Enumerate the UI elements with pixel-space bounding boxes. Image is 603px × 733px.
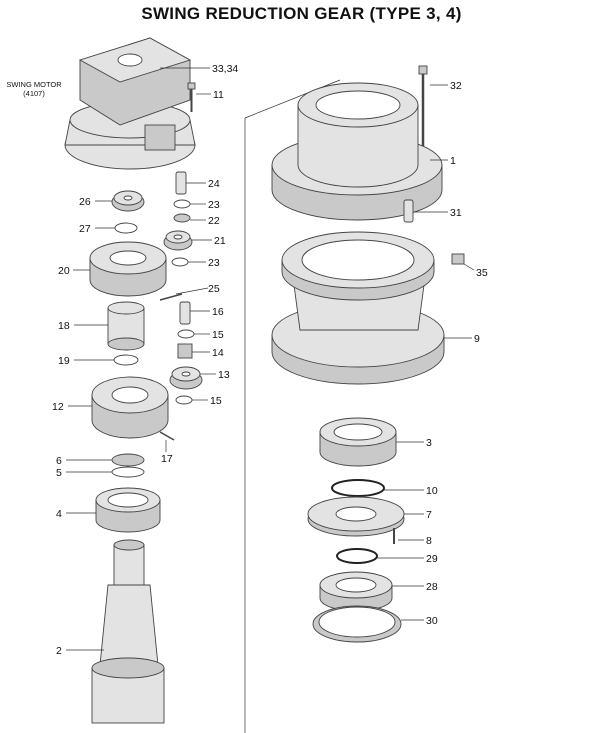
plug-35 xyxy=(451,253,465,265)
label-part-35: 35 xyxy=(476,267,488,279)
label-part-13: 13 xyxy=(218,369,230,381)
label-part-15b: 15 xyxy=(210,395,222,407)
page-title: SWING REDUCTION GEAR (TYPE 3, 4) xyxy=(141,4,462,23)
bearing-22 xyxy=(173,213,191,223)
seal-ring-30 xyxy=(312,605,402,643)
leader-lines xyxy=(66,67,475,651)
label-part-11: 11 xyxy=(213,89,224,101)
label-part-15a: 15 xyxy=(212,329,224,341)
bolt-11 xyxy=(187,82,196,112)
label-part-10: 10 xyxy=(426,485,438,497)
gear-13 xyxy=(169,366,203,390)
casing-9 xyxy=(271,231,445,385)
gear-26 xyxy=(111,190,145,212)
collar-6 xyxy=(111,453,145,467)
pin-16 xyxy=(179,301,191,325)
swing-motor-name: SWING MOTOR xyxy=(6,80,62,89)
pin-17 xyxy=(159,431,175,441)
label-part-14: 14 xyxy=(212,347,224,359)
label-part-22: 22 xyxy=(208,215,220,227)
label-part-6: 6 xyxy=(56,455,62,467)
label-part-12: 12 xyxy=(52,401,64,413)
swing-motor-ref: (4107) xyxy=(23,89,45,98)
washer-15-upper xyxy=(177,329,195,339)
sun-gear-18 xyxy=(107,301,145,351)
label-part-7: 7 xyxy=(426,509,432,521)
bolt-32 xyxy=(418,65,428,150)
bearing-4 xyxy=(95,487,161,533)
pin-31 xyxy=(403,199,414,223)
washer-23-upper xyxy=(173,199,191,209)
label-part-25: 25 xyxy=(208,283,220,295)
label-part-28: 28 xyxy=(426,581,438,593)
label-part-23a: 23 xyxy=(208,199,220,211)
label-part-3: 3 xyxy=(426,437,432,449)
gear-21 xyxy=(163,230,193,251)
thrust-plate-27 xyxy=(114,222,138,234)
label-part-5: 5 xyxy=(56,467,62,479)
label-part-19: 19 xyxy=(58,355,70,367)
label-part-21: 21 xyxy=(214,235,226,247)
cover-7 xyxy=(307,496,405,537)
label-part-23b: 23 xyxy=(208,257,220,269)
ring-gear-1 xyxy=(271,82,443,221)
label-part-20: 20 xyxy=(58,265,70,277)
label-part-26: 26 xyxy=(79,196,91,208)
label-part-18: 18 xyxy=(58,320,70,332)
label-part-24: 24 xyxy=(208,178,220,190)
label-part-4: 4 xyxy=(56,508,62,520)
label-part-17: 17 xyxy=(161,453,173,465)
o-ring-10 xyxy=(331,479,385,497)
label-part-27: 27 xyxy=(79,223,91,235)
bearing-14 xyxy=(177,343,193,359)
carrier-20 xyxy=(89,241,167,297)
o-ring-29 xyxy=(336,548,378,564)
label-part-31: 31 xyxy=(450,207,462,219)
label-part-9: 9 xyxy=(474,333,480,345)
swing-motor xyxy=(64,37,196,170)
label-part-33-34: 33,34 xyxy=(212,63,238,75)
oil-seal-28 xyxy=(319,571,393,612)
seal-5 xyxy=(111,466,145,478)
spring-pin-25 xyxy=(159,293,183,301)
label-part-32: 32 xyxy=(450,80,462,92)
washer-23-lower xyxy=(171,257,189,267)
pinion-shaft-2 xyxy=(91,539,165,724)
label-part-16: 16 xyxy=(212,306,224,318)
label-part-30: 30 xyxy=(426,615,438,627)
label-part-2: 2 xyxy=(56,645,62,657)
label-part-1: 1 xyxy=(450,155,456,167)
washer-15-lower xyxy=(175,395,193,405)
label-part-8: 8 xyxy=(426,535,432,547)
thrust-plate-19 xyxy=(113,354,139,366)
pin-24 xyxy=(175,171,187,195)
carrier-12 xyxy=(91,376,169,439)
bearing-3 xyxy=(319,417,397,467)
label-part-29: 29 xyxy=(426,553,438,565)
swing-motor-label: SWING MOTOR (4107) xyxy=(4,80,64,98)
